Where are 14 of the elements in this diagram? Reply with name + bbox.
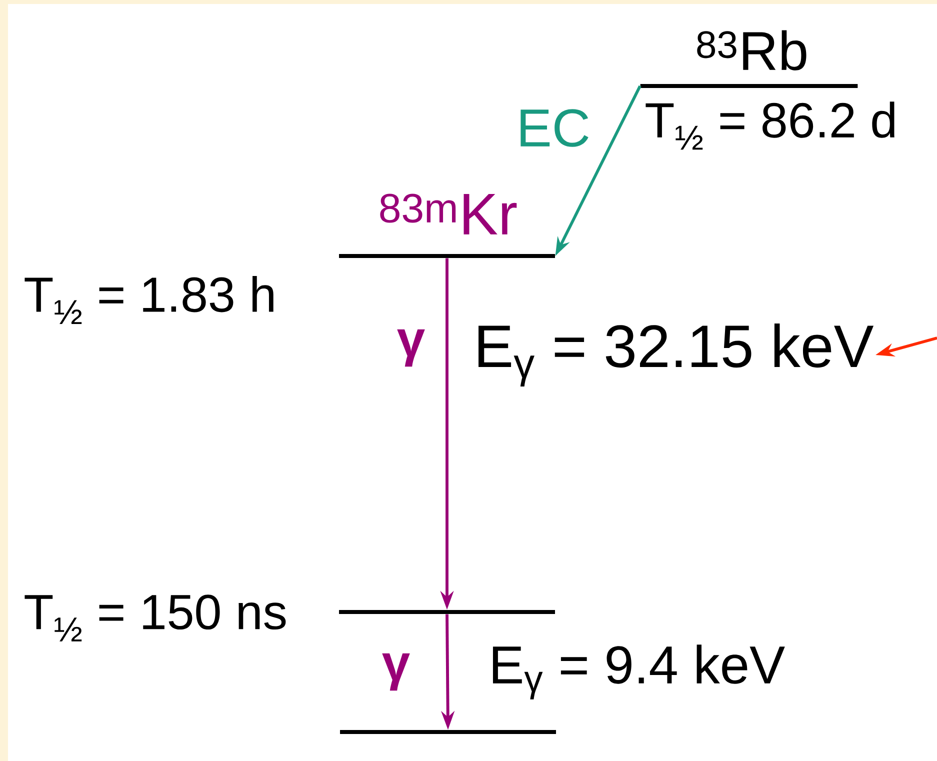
- energy-label: E$_{γ}$ = 9.4 keV: [492, 644, 785, 700]
- node-label: T$_{½}$ = 1.83 h: [24, 276, 274, 324]
- node-label: T$_{½}$ = 150 ns: [24, 594, 286, 642]
- energy-level: T$_{½}$ = 150 ns: [24, 594, 555, 642]
- energy-level: $^{83m}$Kr T$_{½}$ = 1.83 h: [24, 194, 555, 324]
- node-label: T$_{½}$ = 86.2 d: [646, 102, 894, 150]
- edge-label: γ: [380, 652, 412, 692]
- energy-level: $^{83}$Rb T$_{½}$ = 86.2 d: [640, 30, 894, 150]
- edge-label: γ: [396, 328, 426, 368]
- edge-label: EC: [515, 108, 592, 148]
- energy-label: E$_{γ}$ = 32.15 keV: [478, 324, 874, 386]
- energy-level: [340, 730, 556, 734]
- node-label: $^{83m}$Kr: [380, 194, 517, 234]
- node-label: $^{83}$Rb: [697, 30, 806, 70]
